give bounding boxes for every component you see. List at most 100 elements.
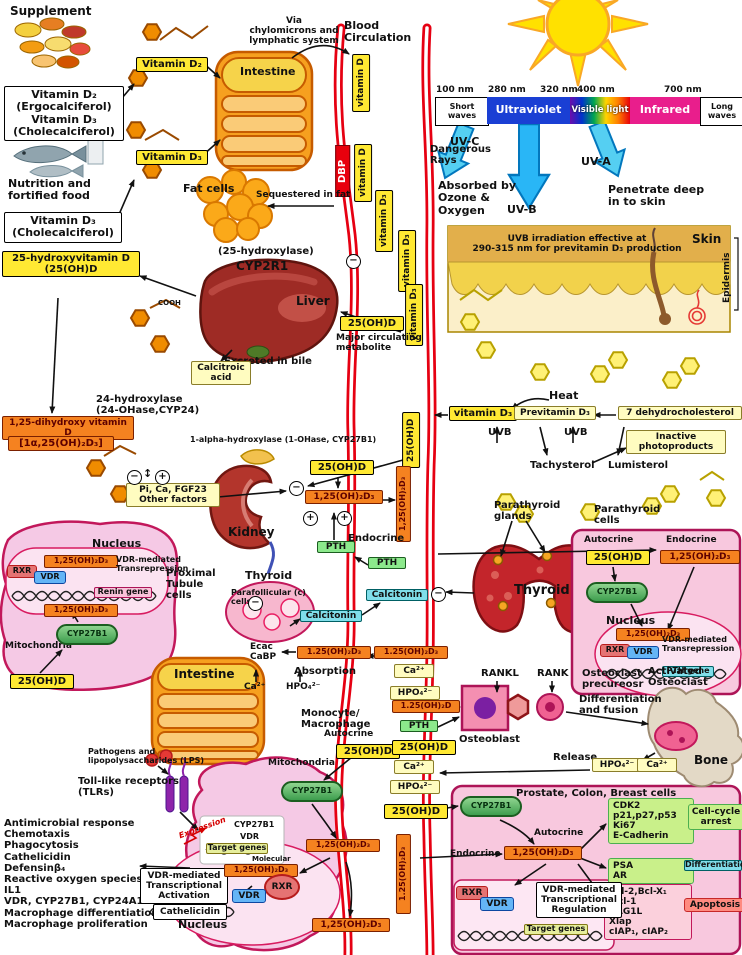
- blood-circulation-title: Blood Circulation: [344, 19, 412, 45]
- vdr-prostate-tag: VDR: [480, 897, 514, 912]
- oh25d-prostate-tag: 25(OH)D: [384, 804, 448, 820]
- apoptosis-box: Apoptosis: [684, 898, 742, 913]
- updown-arrow-glyph: ↕: [143, 467, 153, 480]
- rxr-monocyte-tag: RXR: [264, 874, 300, 901]
- dangerous-rays-note: Dangerous Rays: [430, 144, 491, 167]
- cyp2r1-label: CYP2R1: [236, 259, 289, 273]
- tlr-note: Toll-like receptors (TLRs): [78, 776, 179, 799]
- spectrum-tick-100nm: 100 nm: [436, 85, 474, 95]
- oh25d-liver-tag: 25(OH)D: [340, 316, 404, 332]
- intestine-top-title: Intestine: [240, 65, 296, 78]
- dihydroxy-kidney-tag: 1,25(OH)₂D₃: [305, 490, 383, 505]
- vdr-regulation-box: VDR-mediated Transcriptional Regulation: [536, 882, 622, 919]
- differentiation-box: Differentiation: [684, 860, 742, 871]
- fat-cells-title: Fat cells: [183, 182, 235, 195]
- oh25d-bone-tag: 25(OH)D: [392, 740, 456, 756]
- prostate-panel-title: Prostate, Colon, Breast cells: [516, 788, 677, 799]
- dihydroxy-pt-tag: 1,25(OH)₂D₃: [660, 550, 740, 565]
- vitamin-d3-carrier-2: vitamin D₃: [398, 230, 417, 292]
- uvb-irradiation-note: UVB irradiation effective at 290-315 nm …: [472, 234, 682, 255]
- pth-gene-tag: PTH gene: [662, 666, 714, 677]
- one-alpha-hydroxylase-note: 1-alpha-hydroxylase (1-OHase, CYP27B1): [190, 435, 377, 444]
- ca-carrier-box: Ca²⁺: [394, 664, 434, 679]
- target-genes-tag-1: Target genes: [206, 843, 268, 854]
- renin-gene-tag: Renin gene: [94, 587, 152, 598]
- sign-kidney-plus-2: +: [337, 511, 352, 526]
- pth-kidney-tag: PTH: [317, 541, 355, 554]
- vitamin-d-carrier-1: vitamin D: [352, 54, 371, 112]
- uvc-label: UV-C: [450, 135, 480, 148]
- ca-bone-box: Ca²⁺: [394, 760, 434, 775]
- skin-illustration: [447, 225, 739, 333]
- hpo4-carrier-box: HPO₄²⁻: [390, 686, 440, 701]
- cell-cycle-arrest-box: Cell-cycle arrest: [688, 804, 742, 831]
- sign-kidney-plus-1: +: [303, 511, 318, 526]
- uvb-label: UV-B: [507, 203, 537, 216]
- sign-factors-minus: −: [127, 470, 142, 485]
- sign-ccells-minus: −: [248, 596, 263, 611]
- osteoclast-precursor-note: Osteoclast precureosr: [582, 668, 644, 691]
- hydroxyvitamin-box: 25-hydroxyvitamin D (25(OH)D: [2, 251, 140, 278]
- fish-food-illustration: [13, 137, 104, 178]
- previtamin-d3-box: Previtamin D₃: [514, 406, 596, 421]
- pathogens-note: Pathogens and lipopolysaccharides (LPS): [88, 747, 205, 765]
- nucleus-renin-title: Nucleus: [92, 537, 142, 550]
- cyp27b1-monocyte-tag: CYP27B1: [281, 781, 343, 802]
- tachysterol-label: Tachysterol: [530, 460, 595, 471]
- cdk2-box: CDK2 p21,p27,p53 Ki67 E-Cadherin: [608, 798, 694, 845]
- via-chylomicrons-note: Via chylomicrons and lymphatic system: [249, 16, 339, 47]
- mitochondria-renin-note: Mitochondria: [5, 641, 72, 651]
- kidney-organ: [209, 449, 275, 575]
- dihydroxy-pt-nucleus-tag: 1,25(OH)₂D₃: [616, 628, 690, 641]
- osteoblast-title: Osteoblast: [459, 734, 520, 745]
- thyroid-c-title: Thyroid: [245, 569, 293, 582]
- immune-effects-list: Antimicrobial response Chemotaxis Phagoc…: [4, 818, 159, 930]
- vdr-renin-tag: VDR: [34, 571, 66, 584]
- rank-label: RANK: [537, 668, 569, 679]
- nucleus-monocyte-title: Nucleus: [178, 918, 228, 931]
- dihydroxy-bone-tag: 1.25(OH)₂D: [392, 700, 460, 713]
- transrepression-pt-note: VDR-mediated Transrepression: [662, 635, 735, 653]
- oh25d-renin-tag: 25(OH)D: [10, 674, 74, 690]
- expression-zigzag-arrow: [183, 827, 207, 845]
- flow-arrows: [39, 44, 695, 917]
- autocrine-prostate-note: Autocrine: [534, 828, 584, 838]
- rxr-prostate-tag: RXR: [456, 886, 488, 901]
- inactive-photoproducts-box: Inactive photoproducts: [626, 430, 726, 455]
- vitamin-d2-d3-source-box: Vitamin D₂ (Ergocalciferol) Vitamin D₃ (…: [4, 86, 124, 142]
- hydroxylase25-note: (25-hydroxylase): [218, 246, 314, 257]
- dihydroxy-absorption-tag-2: 1.25(OH)₂D₃: [374, 646, 448, 659]
- supplement-title: Supplement: [10, 4, 92, 18]
- vitamin-d-carrier-2: vitamin D: [354, 144, 373, 202]
- spectrum-ultraviolet: Ultraviolet: [487, 97, 570, 124]
- liver-organ: [199, 258, 339, 364]
- pth-vessel-tag: PTH: [368, 557, 406, 570]
- oh25d-monocyte-tag: 25(OH)D: [336, 744, 400, 760]
- proximal-tubule-note: Proximal Tubule cells: [166, 568, 216, 602]
- dhc7-box: 7 dehydrocholesterol: [618, 406, 742, 421]
- absorbed-ozone-note: Absorbed by Ozone & Oxygen: [438, 179, 516, 217]
- cathelicidin-box: Cathelicidin: [153, 904, 227, 921]
- kidney-title: Kidney: [228, 525, 275, 539]
- liver-title: Liver: [296, 294, 330, 308]
- dihydroxy-monocyte-tag-1: 1,25(OH)₂D₃: [306, 839, 380, 852]
- dihydroxy-formula-box: [1α,25(OH)₂D₃]: [8, 436, 114, 452]
- dihydroxy-bottom-tag: 1,25(OH)₂D₃: [312, 918, 390, 933]
- ca-absorption-label: Ca²⁺: [244, 682, 266, 692]
- sign-liver-minus: −: [346, 254, 361, 269]
- osteoblast-cell: [460, 684, 510, 732]
- calcitonin-tag-2: Calcitonin: [366, 589, 428, 602]
- vitamin-d3-tag: Vitamin D₃: [136, 150, 208, 166]
- hydroxylase24-note: 24-hydroxylase (24-OHase,CYP24): [96, 394, 200, 417]
- spectrum-infrared: Infrared: [630, 97, 700, 124]
- sun-icon: [507, 0, 649, 87]
- spectrum-tick-700nm: 700 nm: [664, 85, 702, 95]
- activated-osteoclast-note: Activated Osteoclast: [648, 666, 708, 689]
- nutrition-title: Nutrition and fortified food: [8, 177, 91, 203]
- dihydroxy-prostate-tag: 1,25(OH)₂D₃: [504, 846, 582, 861]
- transrepression-renin-note: VDR-mediated Transrepression: [116, 555, 189, 573]
- vdr-pt-tag: VDR: [627, 646, 659, 659]
- psa-ar-box: PSA AR: [608, 858, 694, 885]
- sign-factors-plus: +: [155, 470, 170, 485]
